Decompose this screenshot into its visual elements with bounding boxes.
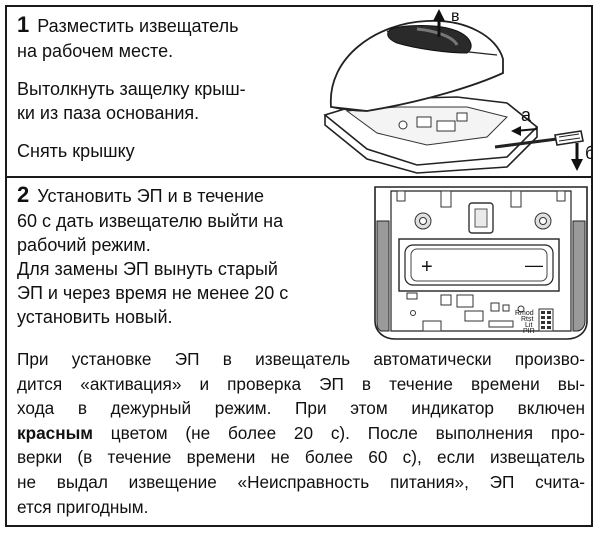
note-bold-red: красным [17, 422, 93, 443]
step2-line2: 60 с дать извещателю выйти на [17, 211, 284, 231]
note-line-2: дится «активация» и проверка ЭП в течени… [17, 373, 585, 394]
note-line-6: не выдал извещение «Неисправность питани… [17, 471, 585, 492]
step2-number: 2 [17, 182, 30, 207]
step1-line4: ки из паза основания. [17, 103, 200, 123]
label-b: б [585, 143, 593, 163]
note-line-4: красным цветом (не более 20 с). После вы… [17, 421, 585, 446]
note-line-1: При установке ЭП в извещатель автоматиче… [17, 349, 585, 369]
board-label-pir: PIR [523, 328, 535, 335]
note-line-5: верки (в течение времени не более 60 с),… [17, 447, 585, 468]
note-line-7: ется пригодным. [17, 496, 149, 517]
step2-line4: Для замены ЭП вынуть старый [17, 259, 278, 279]
step1-number: 1 [17, 12, 30, 37]
step1-line2: на рабочем месте. [17, 41, 174, 61]
step1-title: 1 Разместить извещатель [17, 13, 238, 38]
step1-line3: Вытолкнуть защелку крыш- [17, 79, 246, 99]
step2-line5: ЭП и через время не менее 20 с [17, 283, 289, 303]
board-label-rmod: Rmod [515, 310, 534, 317]
section-divider [7, 176, 591, 178]
board-label-lit: Lit [525, 322, 532, 329]
label-v: в [451, 8, 460, 25]
battery-minus: — [525, 255, 543, 275]
note-line-3: хода в дежурный режим. При этом индикато… [17, 398, 585, 419]
battery-compartment-illustration: + — Rmod Rtst Lit PIR [374, 186, 588, 340]
step1-line1: Разместить извещатель [37, 16, 239, 36]
note-line-4-rest: цветом (не более 20 с). После выполнения… [93, 422, 585, 443]
step2-title: 2 Установить ЭП и в течение [17, 183, 264, 208]
step2-line3: рабочий режим. [17, 235, 151, 255]
step1-line5: Снять крышку [17, 141, 135, 161]
instruction-sheet: 1 Разместить извещатель на рабочем месте.… [5, 5, 593, 527]
board-label-rtst: Rtst [521, 316, 534, 323]
battery-plus: + [421, 256, 433, 278]
step2-line1: Установить ЭП и в течение [37, 186, 265, 206]
detector-opening-illustration: в а б [323, 8, 593, 174]
step2-line6: установить новый. [17, 307, 173, 327]
label-a: а [521, 105, 532, 125]
note-paragraph: При установке ЭП в извещатель автоматиче… [17, 347, 585, 519]
